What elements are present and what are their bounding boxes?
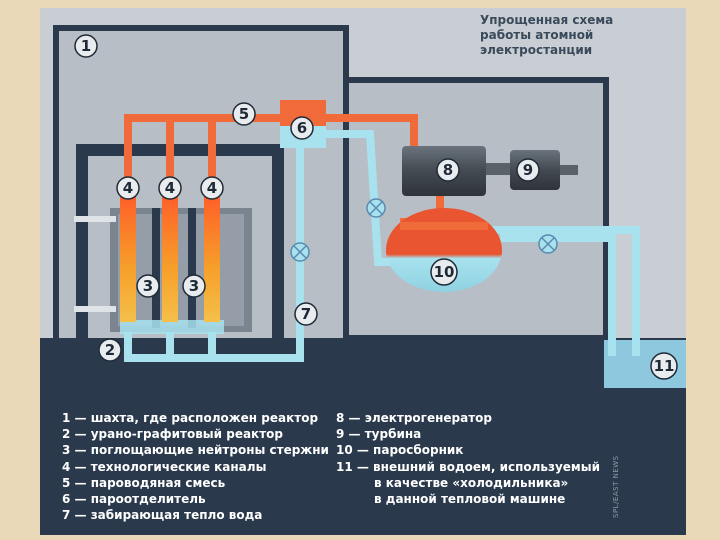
- photo-credit: SPL/EAST NEWS: [612, 455, 620, 518]
- svg-text:5: 5: [239, 105, 249, 123]
- tech-channel: [162, 190, 178, 322]
- legend-item: 5 — пароводяная смесь: [62, 475, 226, 490]
- marker-4: 4: [116, 176, 140, 200]
- legend-left-column: 1 — шахта, где расположен реактор 2 — ур…: [62, 410, 329, 523]
- graphite-core: [118, 214, 244, 326]
- legend-item: 2 — урано-графитовый реактор: [62, 427, 283, 442]
- svg-text:8: 8: [443, 161, 453, 179]
- turbine-shaft-end: [560, 165, 578, 175]
- legend-item: 10 — паросборник: [336, 443, 464, 458]
- water-manifold: [120, 320, 224, 334]
- valve: [366, 198, 386, 218]
- steam-drum-pipe: [400, 222, 488, 230]
- marker-9: 9: [516, 158, 540, 182]
- ground: [40, 338, 686, 535]
- marker-2: 2: [98, 338, 122, 362]
- legend-item: 11 — внешний водоем, используемый: [336, 459, 600, 474]
- svg-text:1: 1: [81, 37, 91, 55]
- legend-item: 7 — забирающая тепло вода: [62, 508, 263, 523]
- svg-text:7: 7: [301, 305, 311, 323]
- legend-item: 6 — пароотделитель: [62, 492, 206, 507]
- marker-7: 7: [294, 302, 318, 326]
- marker-3: 3: [182, 274, 206, 298]
- marker-5: 5: [232, 102, 256, 126]
- marker-8: 8: [436, 158, 460, 182]
- marker-3: 3: [136, 274, 160, 298]
- diagram-title: Упрощенная схема работы атомной электрос…: [480, 13, 613, 57]
- svg-text:работы атомной: работы атомной: [480, 28, 593, 42]
- svg-text:3: 3: [189, 277, 199, 295]
- turbine-hall: [343, 77, 609, 341]
- valve: [538, 234, 558, 254]
- svg-text:9: 9: [523, 161, 533, 179]
- valve: [290, 242, 310, 262]
- legend-item: 1 — шахта, где расположен реактор: [62, 411, 319, 425]
- marker-11: 11: [650, 352, 678, 380]
- svg-text:электростанции: электростанции: [480, 43, 592, 57]
- side-rod-bottom: [74, 306, 116, 312]
- marker-4: 4: [158, 176, 182, 200]
- legend-item: в качестве «холодильника»: [374, 475, 569, 490]
- svg-text:10: 10: [434, 263, 455, 281]
- absorber-rod: [188, 208, 196, 328]
- svg-text:6: 6: [297, 119, 307, 137]
- svg-text:4: 4: [165, 179, 175, 197]
- svg-text:Упрощенная схема: Упрощенная схема: [480, 13, 613, 27]
- reactor-housing: [76, 144, 284, 392]
- absorber-rod: [152, 208, 160, 328]
- legend-item: в данной тепловой машине: [374, 492, 566, 507]
- marker-1: 1: [74, 34, 98, 58]
- svg-text:3: 3: [143, 277, 153, 295]
- side-rod-top: [74, 216, 116, 222]
- legend-item: 3 — поглощающие нейтроны стержни: [62, 443, 329, 458]
- svg-text:11: 11: [654, 357, 675, 375]
- tech-channel: [204, 190, 220, 322]
- legend-item: 9 — турбина: [336, 427, 422, 442]
- svg-text:4: 4: [207, 179, 217, 197]
- marker-4: 4: [200, 176, 224, 200]
- legend-item: 8 — электрогенератор: [336, 411, 492, 425]
- marker-6: 6: [290, 116, 314, 140]
- tech-channel: [120, 190, 136, 322]
- svg-text:2: 2: [105, 341, 115, 359]
- shaft: [486, 163, 510, 175]
- marker-10: 10: [430, 258, 458, 286]
- svg-text:4: 4: [123, 179, 133, 197]
- legend-right-column: 8 — электрогенератор 9 — турбина 10 — па…: [336, 410, 600, 507]
- legend-item: 4 — технологические каналы: [62, 459, 267, 474]
